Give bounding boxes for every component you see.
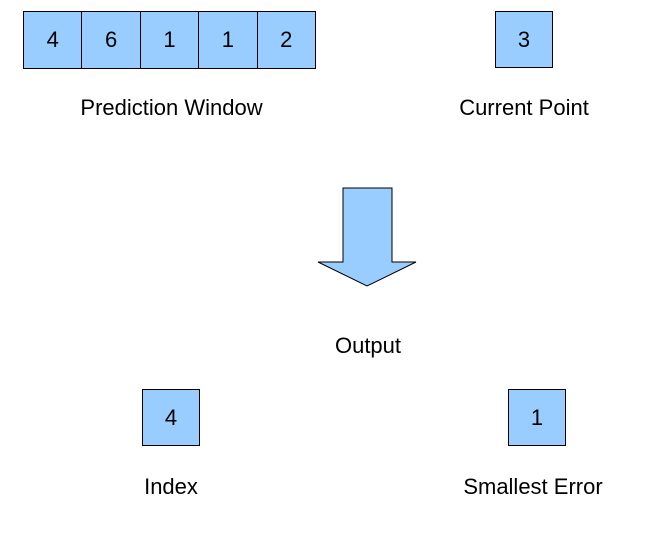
prediction-window-label: Prediction Window	[80, 95, 263, 120]
prediction-window: 4 6 1 1 2	[23, 11, 320, 69]
output-label: Output	[334, 333, 402, 358]
smallest-error-label: Smallest Error	[463, 474, 603, 499]
index-cell: 4	[142, 389, 200, 446]
current-point-label: Current Point	[459, 95, 589, 120]
window-cell: 2	[256, 11, 316, 69]
window-cell: 1	[139, 11, 200, 69]
down-arrow-icon	[317, 187, 417, 287]
window-cell: 6	[81, 11, 141, 69]
current-point-cell: 3	[495, 11, 553, 68]
window-cell: 4	[23, 11, 83, 69]
smallest-error-cell: 1	[508, 389, 566, 446]
index-label: Index	[144, 474, 198, 499]
down-arrow-shape	[317, 187, 417, 287]
window-cell: 1	[198, 11, 258, 69]
